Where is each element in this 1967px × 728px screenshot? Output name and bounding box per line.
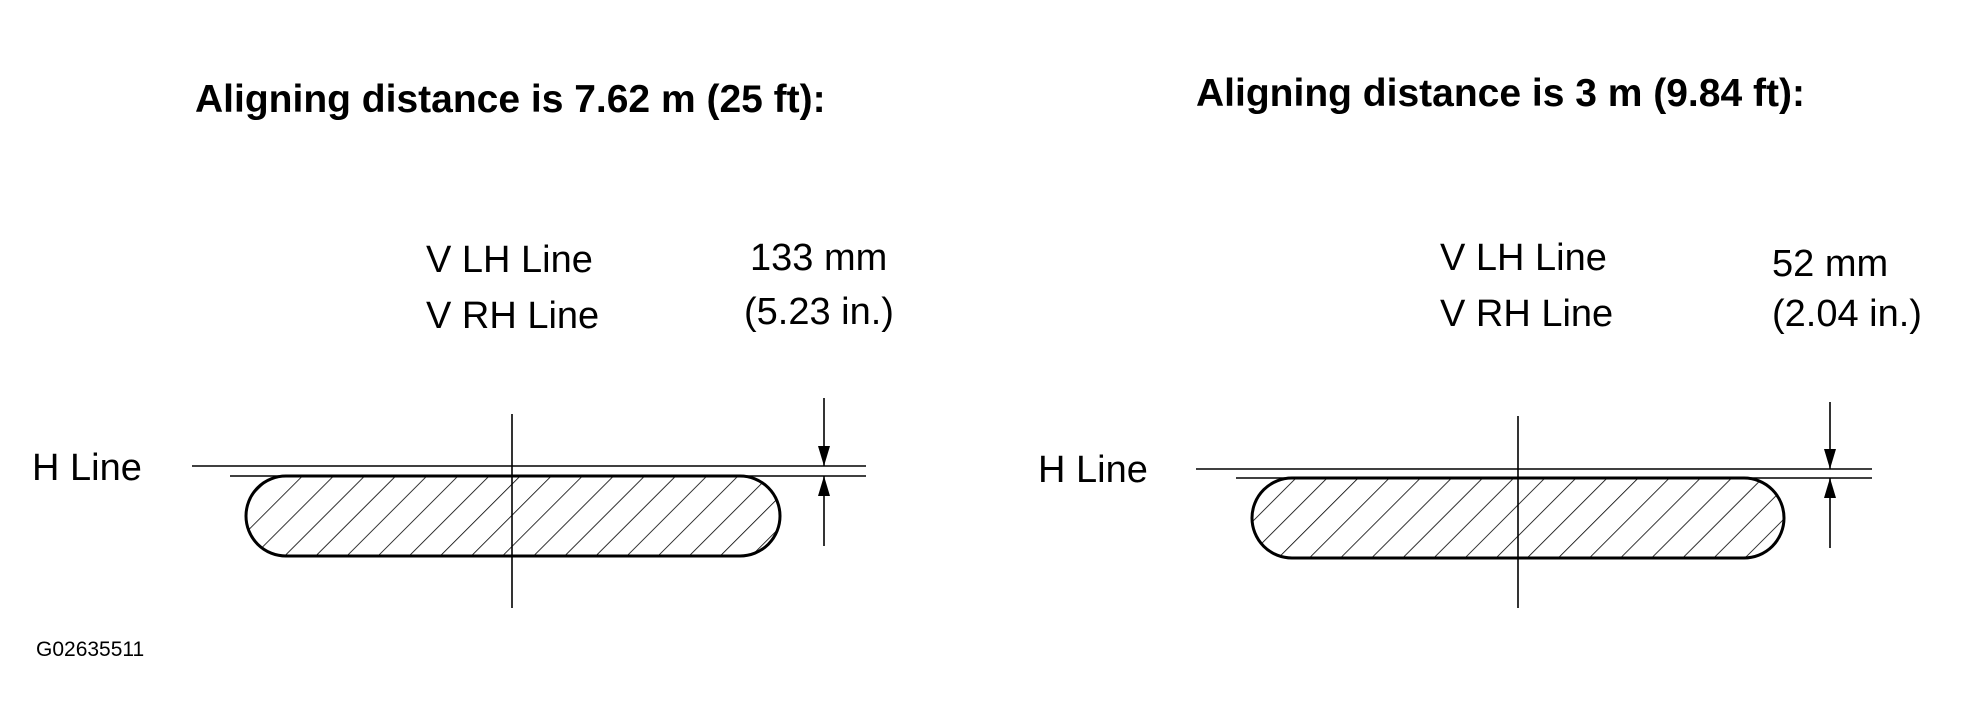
- offset-in-label: (2.04 in.): [1772, 293, 1922, 335]
- v-lh-line-label: V LH Line: [426, 239, 593, 281]
- offset-in-label: (5.23 in.): [744, 291, 894, 333]
- h-line-label: H Line: [32, 447, 142, 489]
- h-line-label: H Line: [1038, 449, 1148, 491]
- v-rh-line-label: V RH Line: [426, 295, 599, 337]
- offset-dimension-arrows: [818, 398, 830, 546]
- offset-mm-label: 133 mm: [750, 237, 887, 279]
- v-rh-line-label: V RH Line: [1440, 293, 1613, 335]
- offset-dimension-arrows: [1824, 402, 1836, 548]
- offset-mm-label: 52 mm: [1772, 243, 1888, 285]
- panel-right: Aligning distance is 3 m (9.84 ft): V LH…: [1038, 72, 1922, 608]
- v-lh-line-label: V LH Line: [1440, 237, 1607, 279]
- panel-title: Aligning distance is 3 m (9.84 ft):: [1196, 72, 1805, 115]
- panel-title: Aligning distance is 7.62 m (25 ft):: [195, 78, 826, 121]
- hatched-beam-pattern: [244, 474, 782, 558]
- panel-left: Aligning distance is 7.62 m (25 ft): V L…: [32, 78, 894, 608]
- figure-id: G02635511: [36, 638, 144, 661]
